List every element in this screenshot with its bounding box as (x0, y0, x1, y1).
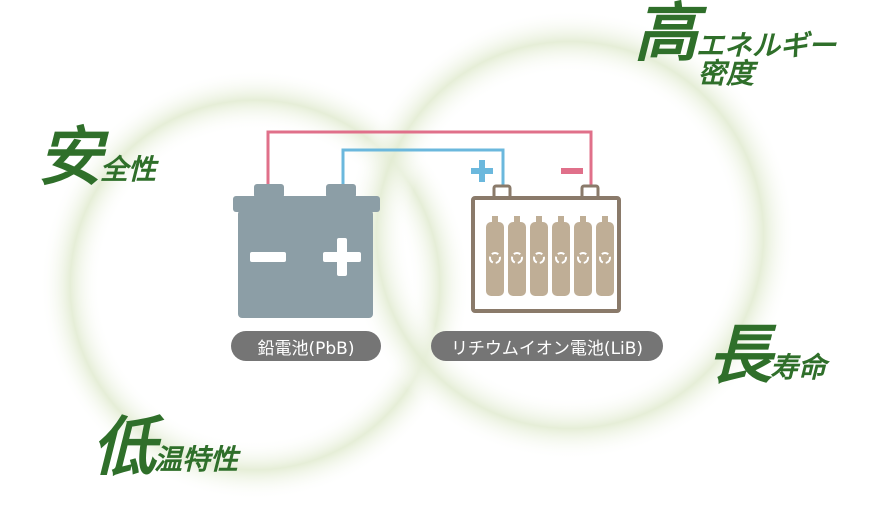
cell-icon (530, 216, 548, 296)
cell-icon (486, 216, 504, 296)
feature-energy-small: エネルギー (696, 29, 837, 62)
feature-low-temp-small: 温特性 (154, 443, 239, 476)
feature-long-life-small: 寿命 (770, 351, 827, 384)
feature-safety: 安全性 (38, 126, 156, 190)
negative-wire (266, 130, 593, 190)
minus-terminal-mark (561, 168, 583, 174)
feature-energy-big: 高 (634, 0, 698, 71)
recycle-icon (489, 252, 501, 264)
cell-icon (596, 216, 614, 296)
lithium-battery-icon (471, 184, 621, 313)
lithium-battery-label: リチウムイオン電池(LiB) (431, 331, 663, 361)
lead-battery-icon (233, 184, 380, 318)
feature-long-life-big: 長 (708, 318, 772, 393)
lead-battery-label: 鉛電池(PbB) (231, 331, 381, 361)
recycle-icon (511, 252, 523, 264)
feature-low-temp-big: 低 (92, 410, 156, 485)
feature-low-temp: 低温特性 (92, 416, 238, 480)
cell-icon (508, 216, 526, 296)
feature-energy-density: 高エネルギー (634, 2, 836, 66)
recycle-icon (599, 252, 611, 264)
plus-terminal-mark-v (479, 160, 485, 182)
minus-sign-icon (250, 252, 286, 262)
positive-wire (341, 148, 505, 190)
recycle-icon (533, 252, 545, 264)
feature-long-life: 長寿命 (708, 324, 826, 388)
feature-safety-big: 安 (38, 120, 102, 195)
cell-icon (574, 216, 592, 296)
cell-icon (552, 216, 570, 296)
recycle-icon (577, 252, 589, 264)
feature-energy-density-line2: 密度 (698, 57, 755, 90)
feature-safety-small: 全性 (100, 153, 157, 186)
recycle-icon (555, 252, 567, 264)
